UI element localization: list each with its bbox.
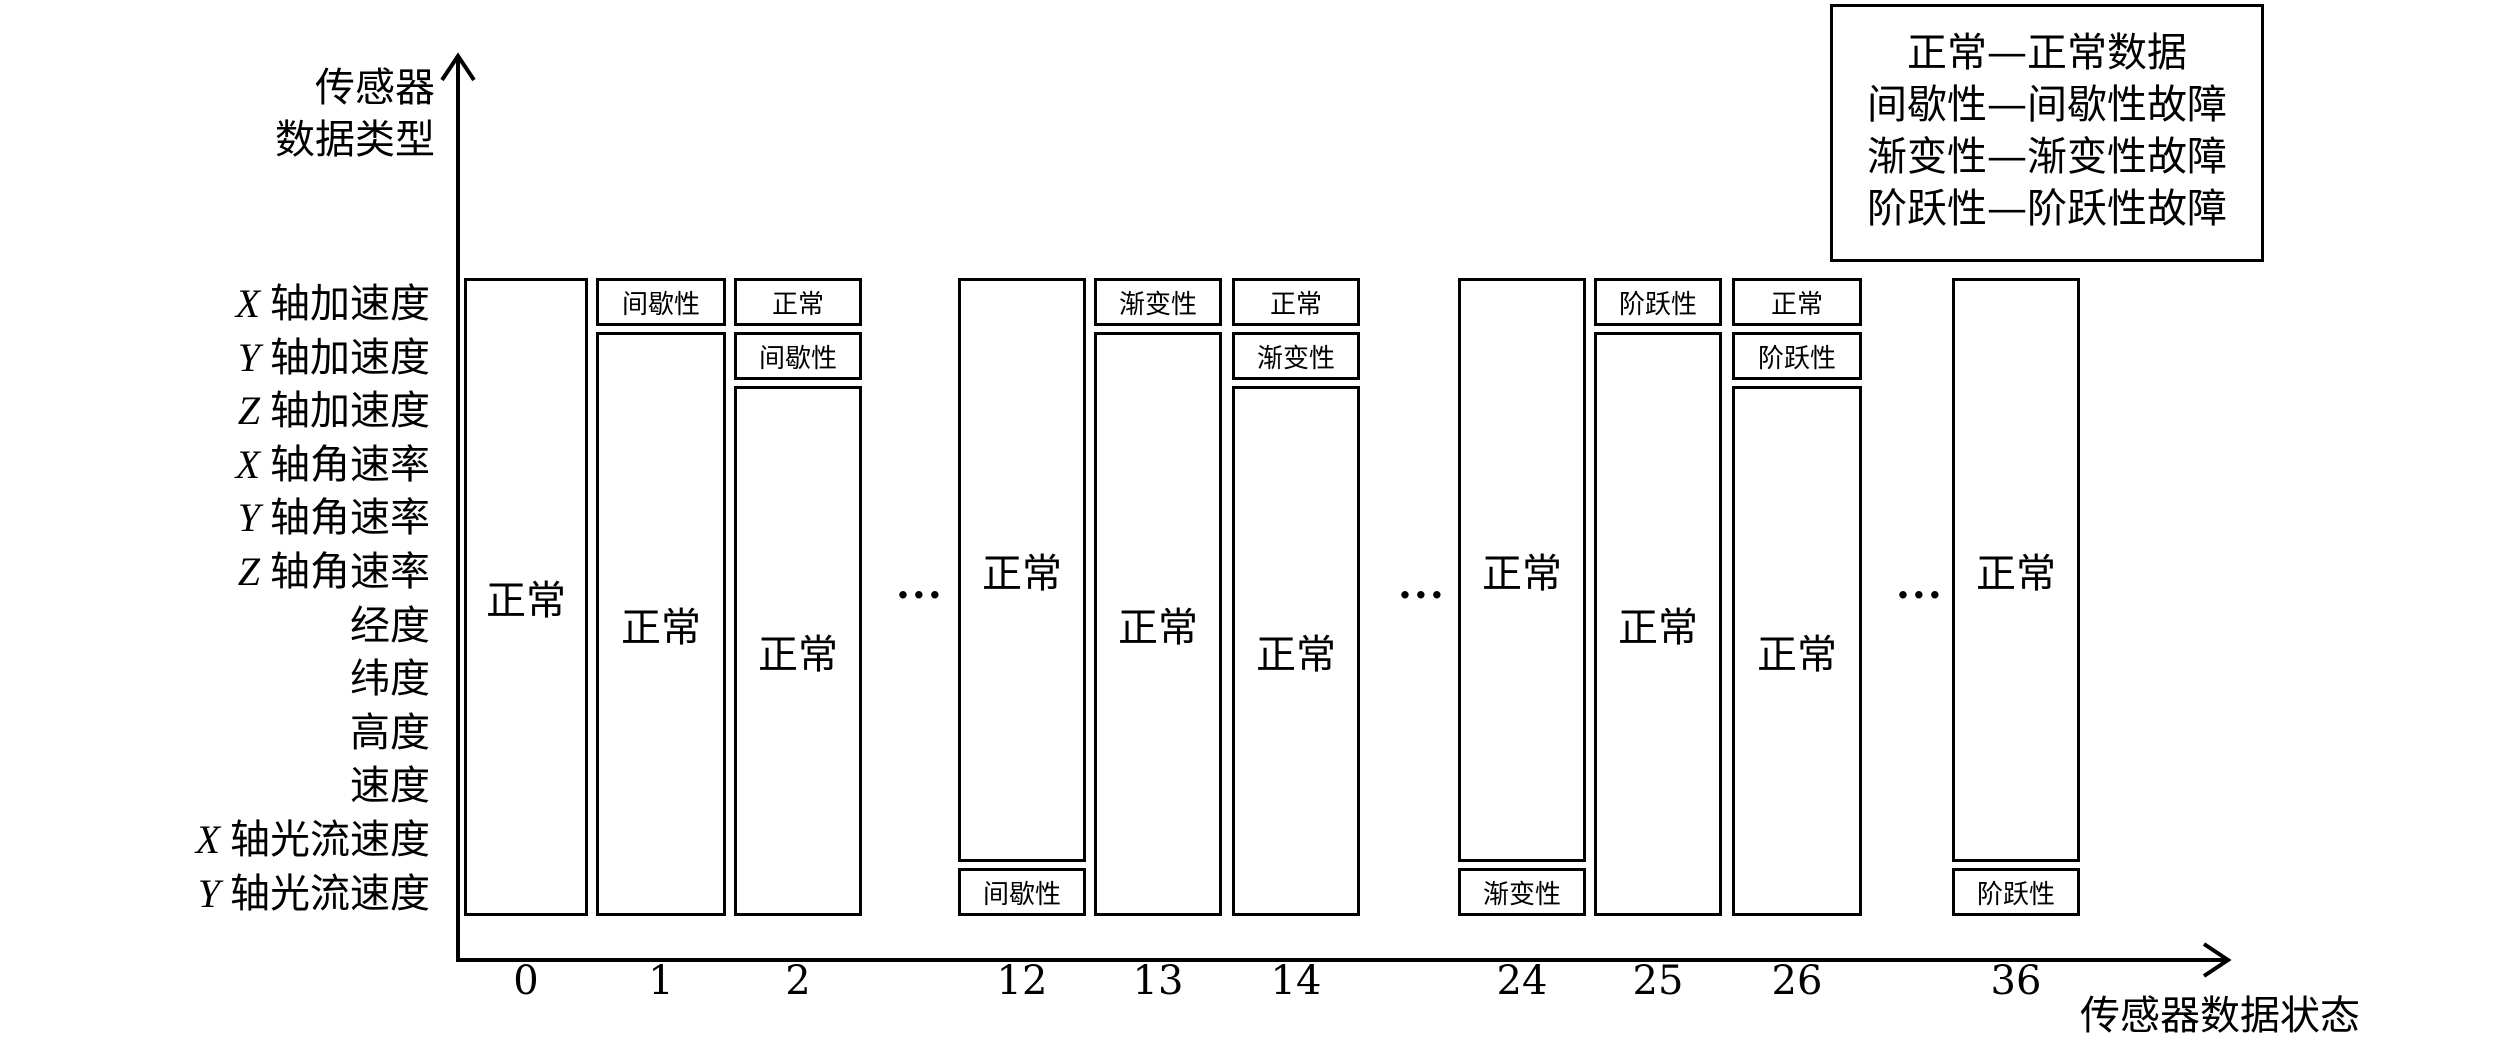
y-axis-label-text: 轴加速度 (270, 334, 430, 381)
fault-segment: 渐变性 (1094, 278, 1222, 326)
y-axis-label-text: 轴角速率 (270, 495, 430, 542)
fault-segment: 阶跃性 (1594, 278, 1722, 326)
x-axis-tick: 26 (1771, 958, 1823, 1004)
normal-segment: 正常 (734, 386, 862, 916)
x-axis-tick: 14 (1270, 958, 1322, 1004)
y-axis-label-text: 轴加速度 (270, 388, 430, 435)
normal-segment: 正常 (1952, 278, 2080, 862)
axis-variable: X (235, 281, 260, 326)
x-axis-tick: 2 (785, 958, 811, 1004)
fault-segment: 间歇性 (596, 278, 726, 326)
fault-segment: 间歇性 (734, 332, 862, 380)
x-axis-title: 传感器数据状态 (2080, 993, 2360, 1039)
normal-segment: 正常 (1594, 332, 1722, 916)
y-axis-label-text: 轴光流速度 (230, 870, 430, 917)
y-axis-label-text: 速度 (350, 763, 430, 810)
legend-item: 正常—正常数据 (1907, 30, 2187, 76)
x-axis-tick: 12 (996, 958, 1048, 1004)
y-axis-label-text: 轴加速度 (270, 281, 430, 327)
y-axis-label: 纬度 (350, 653, 430, 705)
axis-variable: Y (197, 870, 220, 916)
legend-item: 渐变性—渐变性故障 (1867, 134, 2227, 180)
y-axis-title-line1: 传感器 (315, 65, 435, 111)
axis-variable: Y (237, 334, 260, 380)
normal-segment: 正常 (596, 332, 726, 916)
normal-segment: 正常 (464, 278, 588, 916)
x-axis-tick: 24 (1496, 958, 1548, 1004)
normal-segment: 正常 (1232, 386, 1360, 916)
ellipsis: ··· (1398, 572, 1446, 619)
legend: 正常—正常数据 间歇性—间歇性故障 渐变性—渐变性故障 阶跃性—阶跃性故障 (1830, 4, 2264, 262)
normal-segment: 正常 (958, 278, 1086, 862)
y-axis-label: 高度 (350, 707, 430, 759)
axis-variable: X (235, 441, 260, 487)
x-axis-arrow (2202, 942, 2232, 978)
y-axis-label-text: 轴角速率 (270, 549, 430, 595)
fault-segment: 渐变性 (1232, 332, 1360, 380)
y-axis-label-text: 轴角速率 (270, 441, 430, 488)
fault-segment: 间歇性 (958, 868, 1086, 916)
normal-segment: 正常 (1094, 332, 1222, 916)
fault-segment: 正常 (1732, 278, 1862, 326)
fault-segment: 渐变性 (1458, 868, 1586, 916)
x-axis-tick: 0 (513, 958, 539, 1004)
y-axis-label-text: 纬度 (350, 656, 430, 703)
y-axis-label: 速度 (350, 760, 430, 812)
y-axis-label-text: 高度 (350, 709, 430, 756)
ellipsis: ··· (896, 572, 944, 619)
axis-variable: Z (237, 388, 260, 434)
fault-segment: 正常 (1232, 278, 1360, 326)
axis-variable: Z (237, 549, 260, 594)
y-axis-title: 传感器 数据类型 (275, 62, 435, 166)
y-axis-title-line2: 数据类型 (275, 117, 435, 163)
fault-segment: 阶跃性 (1952, 868, 2080, 916)
x-axis-tick: 36 (1990, 958, 2042, 1004)
fault-segment: 正常 (734, 278, 862, 326)
y-axis-label-text: 经度 (350, 602, 430, 649)
normal-segment: 正常 (1458, 278, 1586, 862)
legend-item: 阶跃性—阶跃性故障 (1867, 186, 2227, 232)
y-axis-label-text: 轴光流速度 (230, 817, 430, 863)
fault-segment: 阶跃性 (1732, 332, 1862, 380)
ellipsis: ··· (1896, 572, 1944, 619)
y-axis-label: 经度 (350, 600, 430, 652)
x-axis-tick: 25 (1632, 958, 1684, 1004)
normal-segment: 正常 (1732, 386, 1862, 916)
axis-variable: X (195, 817, 220, 862)
legend-item: 间歇性—间歇性故障 (1867, 82, 2227, 128)
x-axis-tick: 13 (1132, 958, 1184, 1004)
x-axis-tick: 1 (648, 958, 674, 1004)
axis-variable: Y (237, 495, 260, 541)
y-axis-arrow (440, 52, 476, 82)
